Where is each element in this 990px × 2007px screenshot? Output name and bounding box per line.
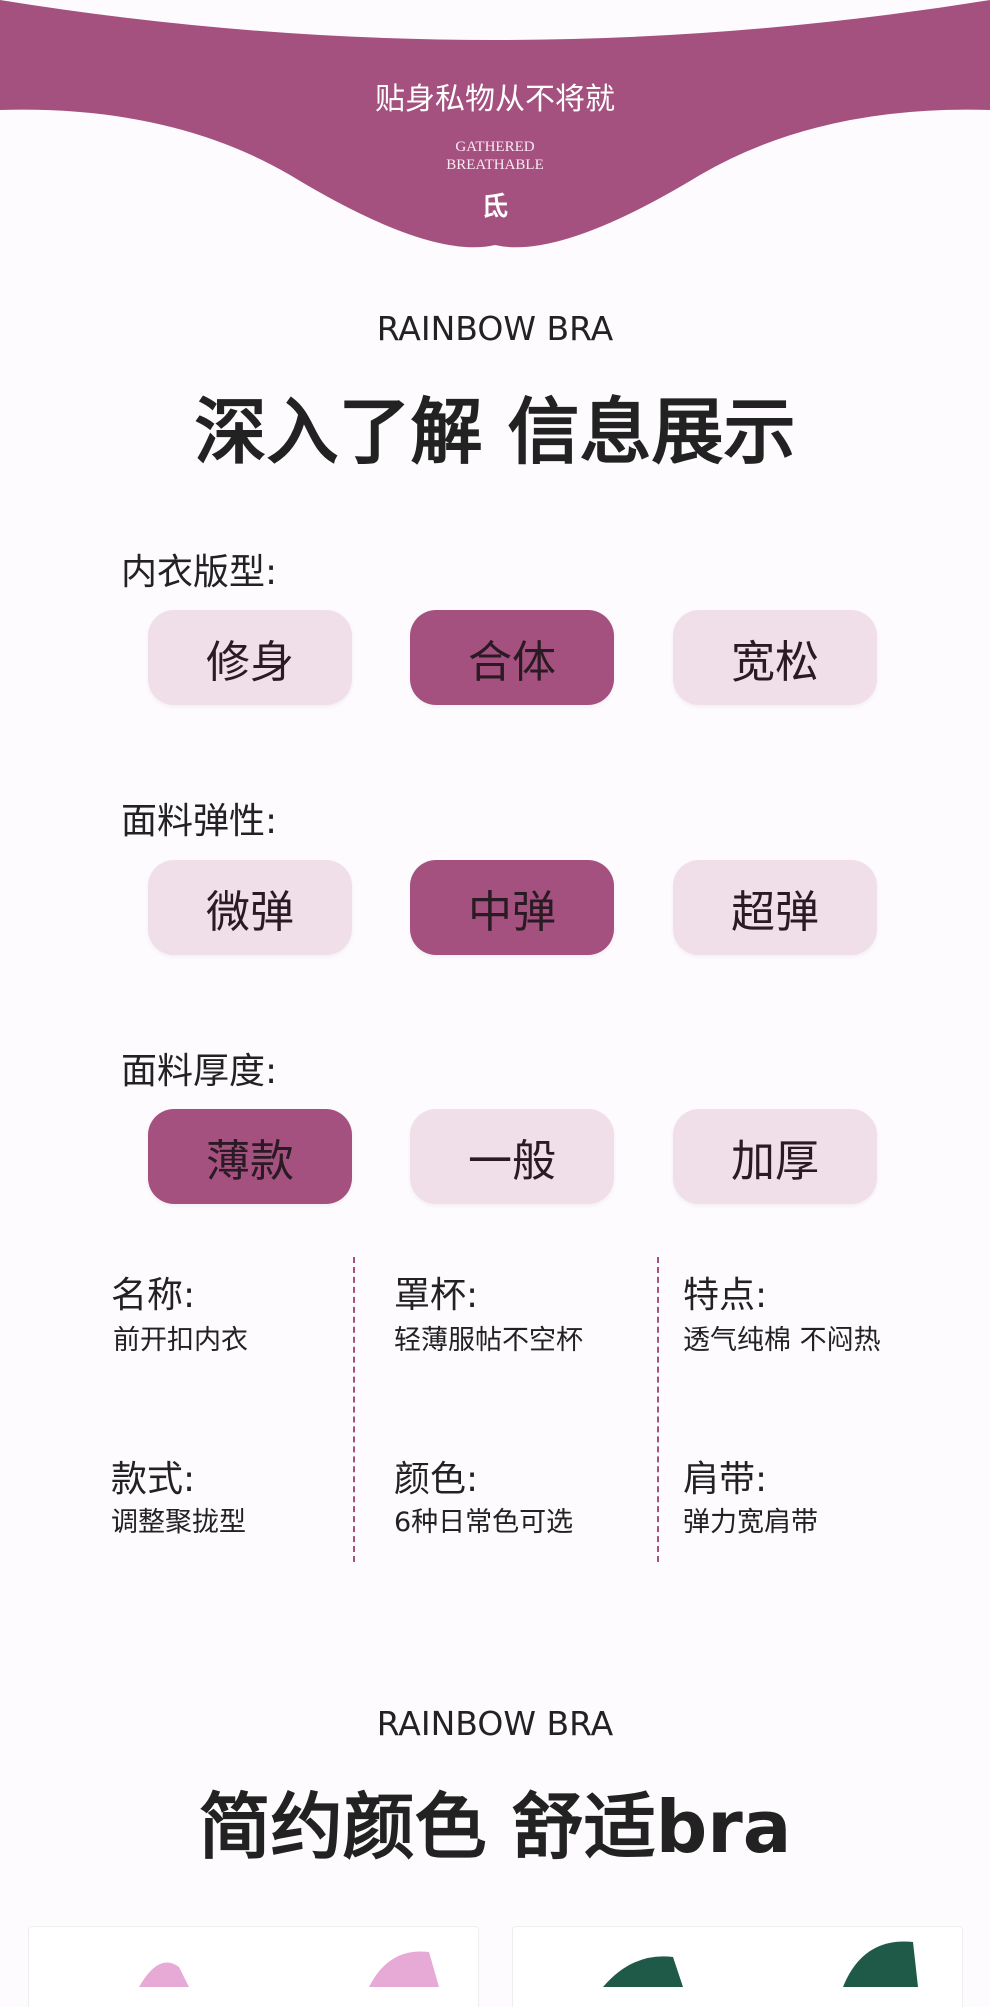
section1-title: 深入了解 信息展示 [194, 390, 796, 474]
option-elastic-super[interactable]: 超弹 [673, 860, 877, 955]
info-divider [353, 1257, 355, 1562]
header-slogan: 贴身私物从不将就 [375, 82, 615, 117]
product-card-pink[interactable] [28, 1926, 479, 2007]
group-label-elasticity: 面料弹性: [121, 801, 278, 842]
header-band-shape [0, 0, 990, 248]
header-banner [0, 0, 990, 248]
section2-kicker: RAINBOW BRA [376, 1704, 614, 1743]
info-value-name: 前开扣内衣 [113, 1325, 248, 1356]
product-card-green[interactable] [512, 1926, 963, 2007]
bra-strap-pink-image [139, 1951, 439, 1987]
info-key-style: 款式: [111, 1459, 196, 1500]
brand-logo-icon: 氐 [481, 192, 508, 222]
info-value-strap: 弹力宽肩带 [683, 1507, 818, 1538]
option-thickness-thin[interactable]: 薄款 [148, 1109, 352, 1204]
info-value-style: 调整聚拢型 [111, 1507, 246, 1538]
header-en-line1: GATHERED [455, 139, 535, 155]
info-value-cup: 轻薄服帖不空杯 [394, 1325, 583, 1356]
section1-kicker: RAINBOW BRA [376, 309, 614, 348]
option-thickness-thick[interactable]: 加厚 [673, 1109, 877, 1204]
info-value-feature: 透气纯棉 不闷热 [683, 1325, 881, 1356]
option-fit-slim[interactable]: 修身 [148, 610, 352, 705]
option-fit-regular[interactable]: 合体 [410, 610, 614, 705]
option-fit-loose[interactable]: 宽松 [673, 610, 877, 705]
header-en-line2: BREATHABLE [446, 157, 544, 173]
section2-title: 简约颜色 舒适bra [198, 1785, 792, 1869]
info-key-strap: 肩带: [683, 1459, 768, 1500]
bra-strap-green-image [603, 1941, 918, 1987]
info-key-color: 颜色: [394, 1459, 479, 1500]
info-key-cup: 罩杯: [394, 1275, 479, 1316]
info-key-feature: 特点: [683, 1275, 768, 1316]
group-label-thickness: 面料厚度: [121, 1051, 278, 1092]
option-elastic-medium[interactable]: 中弹 [410, 860, 614, 955]
info-value-color: 6种日常色可选 [394, 1507, 574, 1538]
group-label-fit: 内衣版型: [121, 552, 278, 593]
info-divider [657, 1257, 659, 1562]
option-thickness-normal[interactable]: 一般 [410, 1109, 614, 1204]
info-key-name: 名称: [111, 1275, 196, 1316]
option-elastic-slight[interactable]: 微弹 [148, 860, 352, 955]
